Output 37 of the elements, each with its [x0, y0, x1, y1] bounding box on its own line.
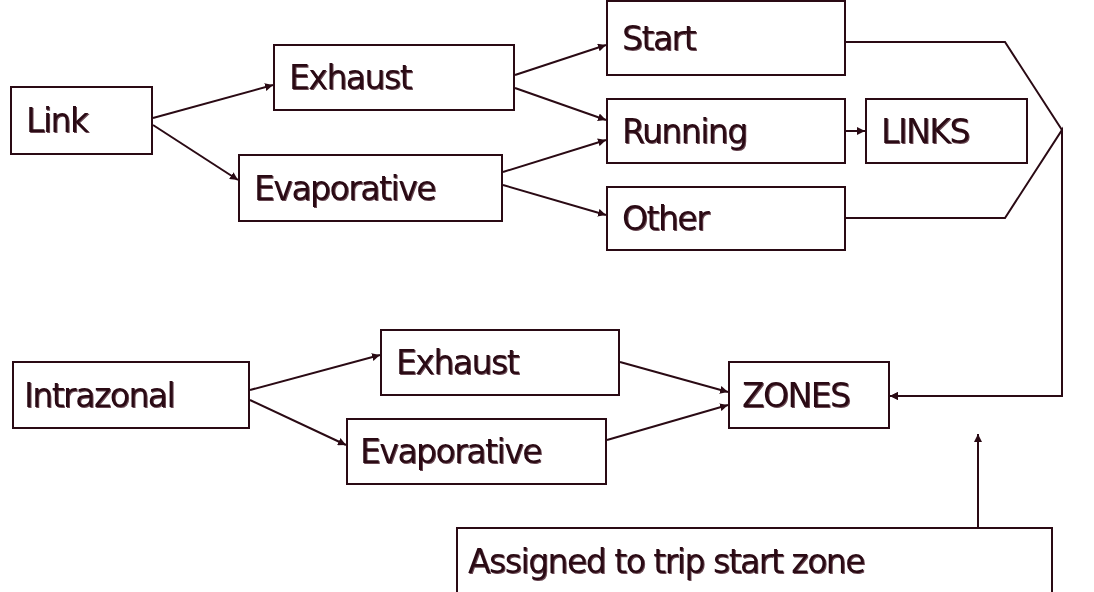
- arrow: [619, 361, 729, 394]
- box-label: Intrazonal: [24, 375, 175, 415]
- process-box: [606, 0, 846, 76]
- box-label: Assigned to trip start zone: [468, 541, 865, 581]
- process-box: [606, 186, 846, 251]
- box-label: Evaporative: [360, 432, 541, 471]
- arrow: [502, 184, 607, 217]
- arrow: [249, 353, 381, 391]
- arrow: [606, 403, 729, 441]
- box-label: Evaporative: [254, 168, 435, 208]
- box-label: Running: [622, 111, 747, 151]
- arrow: [249, 399, 347, 446]
- process-box: [865, 98, 1028, 164]
- process-box: [606, 98, 846, 164]
- box-label: Exhaust: [396, 343, 519, 382]
- box-label: Other: [622, 199, 709, 238]
- box-label: Exhaust: [289, 58, 412, 97]
- arrow: [502, 138, 607, 173]
- arrow: [974, 433, 982, 528]
- arrow: [152, 83, 274, 119]
- process-box: [456, 527, 1053, 592]
- process-box: [12, 361, 250, 429]
- arrow: [514, 87, 607, 122]
- process-box: [10, 86, 153, 155]
- process-box: [273, 44, 515, 111]
- box-label: ZONES: [742, 375, 850, 415]
- arrow: [152, 124, 239, 181]
- process-box: [728, 361, 890, 429]
- arrow: [845, 127, 866, 135]
- process-box: [380, 329, 620, 396]
- arrow: [514, 43, 607, 76]
- arrow: [845, 126, 1063, 400]
- box-label: LINKS: [881, 111, 969, 151]
- process-box: [346, 418, 607, 485]
- process-box: [238, 154, 503, 222]
- box-label: Start: [622, 18, 696, 58]
- box-label: Link: [26, 101, 88, 140]
